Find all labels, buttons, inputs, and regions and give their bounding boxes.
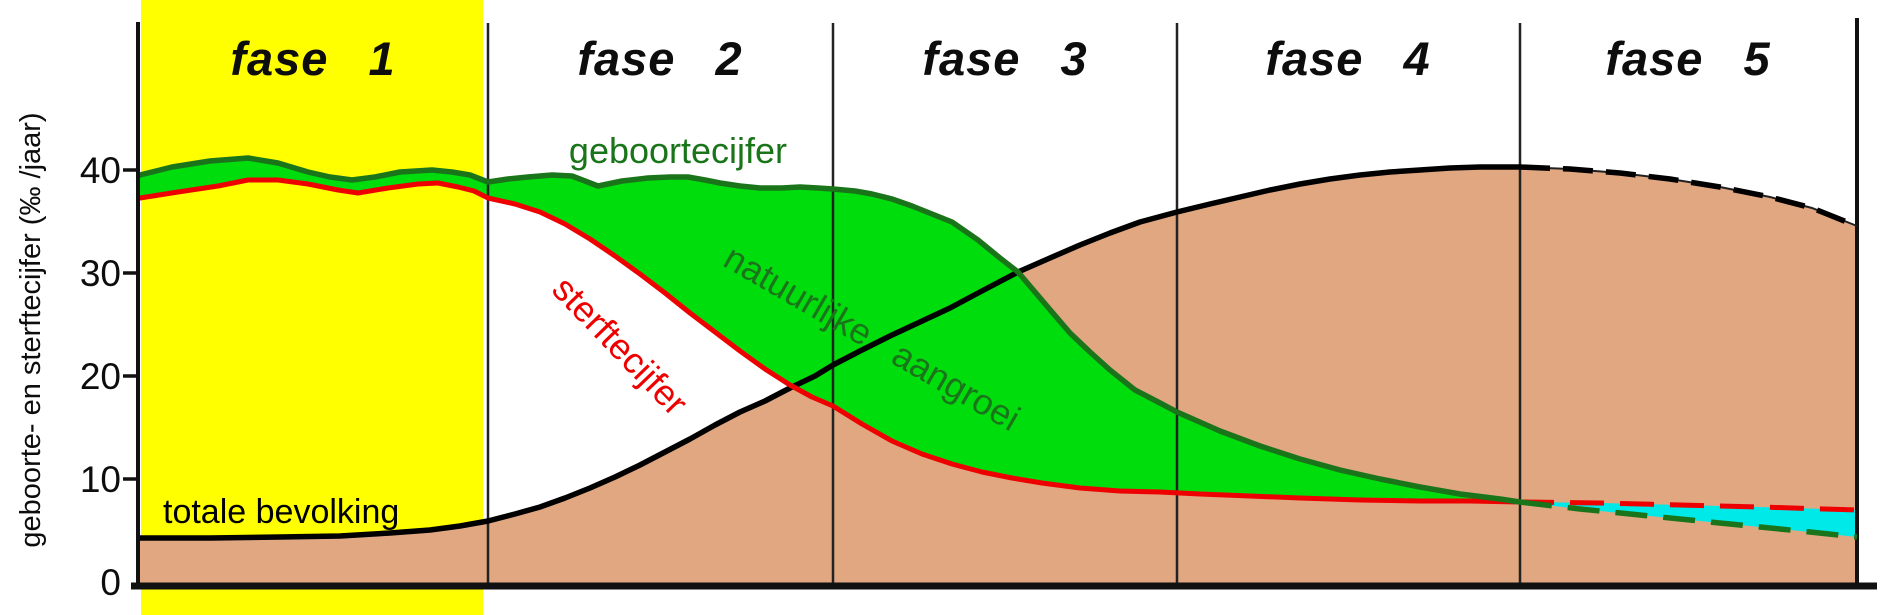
y-tick-label-40: 40 bbox=[80, 150, 121, 191]
natural-increase-area bbox=[140, 158, 1520, 502]
population-curve-dashed bbox=[1519, 164, 1859, 229]
y-tick-label-20: 20 bbox=[80, 356, 121, 397]
birth-rate-label: geboortecijfer bbox=[569, 130, 787, 171]
y-tick-label-0: 0 bbox=[100, 562, 121, 603]
phase-label-4: fase 4 bbox=[1265, 32, 1430, 85]
death-rate-curve bbox=[137, 177, 1523, 505]
birth-rate-curve-dashed bbox=[1519, 499, 1858, 540]
phase-label-1: fase 1 bbox=[230, 32, 395, 85]
phase-1-highlight-band bbox=[141, 0, 483, 615]
y-tick-label-30: 30 bbox=[80, 253, 121, 294]
birth-rate-curve bbox=[137, 155, 1523, 505]
y-axis-title: geboorte- en sterftecijfer (‰ /jaar) bbox=[15, 112, 47, 547]
phase-label-2: fase 2 bbox=[577, 32, 742, 85]
population-curve bbox=[137, 164, 1523, 541]
population-label: totale bevolking bbox=[163, 493, 399, 531]
phase-label-5: fase 5 bbox=[1605, 32, 1770, 85]
y-tick-label-10: 10 bbox=[80, 459, 121, 500]
phase-label-3: fase 3 bbox=[922, 32, 1087, 85]
death-rate-curve-dashed bbox=[1519, 499, 1858, 513]
